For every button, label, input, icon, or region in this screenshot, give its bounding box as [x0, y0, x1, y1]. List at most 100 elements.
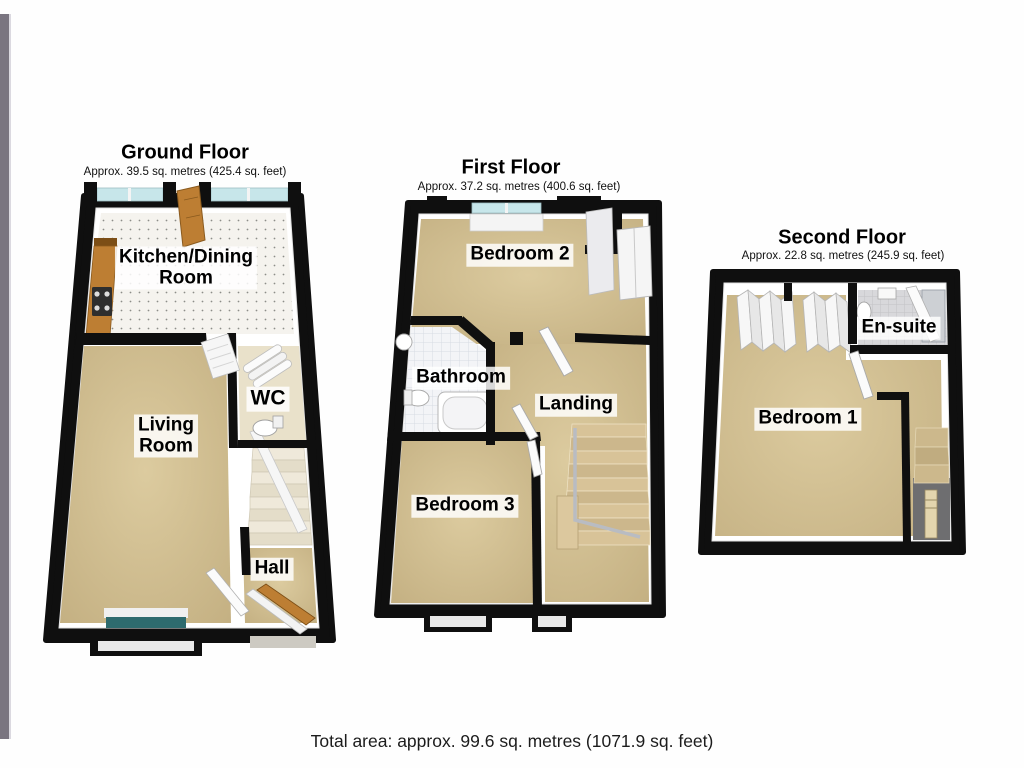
wc-stairs-wall — [238, 440, 320, 448]
wall-post — [199, 182, 211, 206]
toilet-cistern — [272, 415, 284, 429]
staircase — [913, 427, 950, 539]
bathroom-door-leaf — [511, 403, 539, 441]
wall-stub — [510, 332, 523, 345]
window-mullion — [505, 203, 508, 213]
sink — [395, 333, 413, 351]
bedroom2-door-leaf — [538, 326, 574, 377]
stair-tread — [569, 436, 648, 452]
stair-tread — [567, 463, 649, 479]
living-room-floor — [60, 346, 231, 623]
staircase — [556, 423, 651, 550]
bedroom3-door-leaf — [526, 439, 543, 478]
wall-post — [288, 182, 301, 206]
wall-post — [557, 196, 601, 204]
radiator — [243, 344, 292, 388]
staircase — [247, 428, 313, 546]
stair-tread — [249, 496, 310, 510]
kitchen-cabinet-top — [94, 238, 117, 248]
stair-tread — [565, 490, 650, 505]
stair-wall-stub — [877, 392, 909, 400]
burner — [104, 291, 110, 297]
burner — [94, 291, 100, 297]
room-label-bedroom2: Bedroom 2 — [466, 243, 574, 267]
rear-door — [176, 185, 206, 248]
bedroom2-landing-wall — [575, 333, 650, 345]
front-door — [256, 583, 316, 626]
radiator-fin — [243, 344, 283, 373]
ensuite-wall — [848, 283, 857, 344]
room-label-landing: Landing — [535, 393, 617, 417]
living-line1: Living — [138, 414, 194, 436]
room-label-hall: Hall — [250, 557, 294, 581]
room-label-bathroom: Bathroom — [412, 366, 510, 390]
door-panel-line — [209, 352, 231, 361]
bay-window-glass — [106, 617, 186, 628]
room-label-bedroom3: Bedroom 3 — [411, 494, 519, 518]
second-floor-title: Second Floor — [778, 226, 906, 249]
fitted-wardrobes — [736, 289, 852, 354]
chimney-wall — [612, 203, 622, 251]
second-floor-subtitle: Approx. 22.8 sq. metres (245.9 sq. feet) — [741, 250, 945, 262]
bathroom-diagonal-wall — [456, 316, 494, 350]
wall-post — [84, 182, 97, 206]
window-mullion — [128, 188, 131, 201]
room-label-living-room: Living Room — [134, 414, 198, 458]
burner — [104, 305, 110, 311]
sink — [877, 287, 897, 300]
ensuite-wall — [850, 345, 949, 354]
ground-floor-subtitle: Approx. 39.5 sq. metres (425.4 sq. feet) — [83, 166, 287, 178]
door-panel-line — [212, 360, 234, 369]
stair-tread — [566, 477, 649, 492]
door-panel-line — [183, 196, 199, 201]
kitchen-living-wall — [75, 333, 207, 345]
newel-post — [924, 489, 938, 539]
stair-tread — [247, 532, 313, 546]
ground-floor-title: Ground Floor — [121, 141, 249, 164]
bay-protrusion-face — [430, 616, 486, 627]
bathtub-basin — [442, 396, 488, 430]
bedroom3-wall — [531, 441, 542, 612]
bedroom3-floor — [391, 441, 539, 603]
room-label-ensuite: En-suite — [857, 316, 941, 340]
stove — [92, 287, 112, 316]
hall-wall-stub — [240, 527, 251, 575]
stair-tread — [913, 464, 950, 484]
toilet-cistern — [403, 389, 413, 406]
ensuite-door-leaf — [848, 350, 874, 400]
kitchen-dining-line1: Kitchen/Dining — [118, 246, 254, 268]
wall-post — [427, 196, 447, 204]
wall-stub — [784, 283, 792, 301]
wardrobe — [585, 207, 615, 296]
wardrobe-door-line — [633, 227, 637, 299]
hall-door-leaf — [205, 567, 250, 617]
window-recess — [469, 213, 544, 232]
door-panel-line — [185, 214, 201, 219]
bay-protrusion-face — [98, 641, 194, 651]
left-gray-bar — [0, 14, 11, 739]
interior-door — [200, 333, 241, 380]
radiator-fin — [252, 359, 292, 388]
first-floor-title: First Floor — [461, 156, 561, 179]
stair-wall — [901, 392, 911, 543]
bay-window-sill — [104, 608, 188, 618]
stair-tread — [570, 423, 647, 438]
door-panel-line — [206, 343, 229, 352]
burner — [94, 305, 100, 311]
bathroom-wall — [410, 316, 462, 325]
bathroom-wall — [486, 342, 495, 445]
bay-protrusion-face — [538, 616, 566, 627]
kitchen-dining-line2: Room — [159, 267, 213, 288]
living-line2: Room — [139, 435, 193, 456]
wall-post — [163, 182, 176, 206]
stair-tread — [568, 450, 648, 465]
room-label-kitchen-dining: Kitchen/Dining Room — [114, 246, 258, 290]
radiator-fin — [247, 351, 287, 381]
stair-tread — [914, 446, 950, 466]
front-door-frame — [245, 588, 308, 635]
room-label-bedroom1: Bedroom 1 — [754, 407, 862, 431]
room-label-wc: WC — [246, 386, 290, 412]
handrail — [573, 428, 641, 539]
first-floor-subtitle: Approx. 37.2 sq. metres (400.6 sq. feet) — [417, 181, 621, 193]
